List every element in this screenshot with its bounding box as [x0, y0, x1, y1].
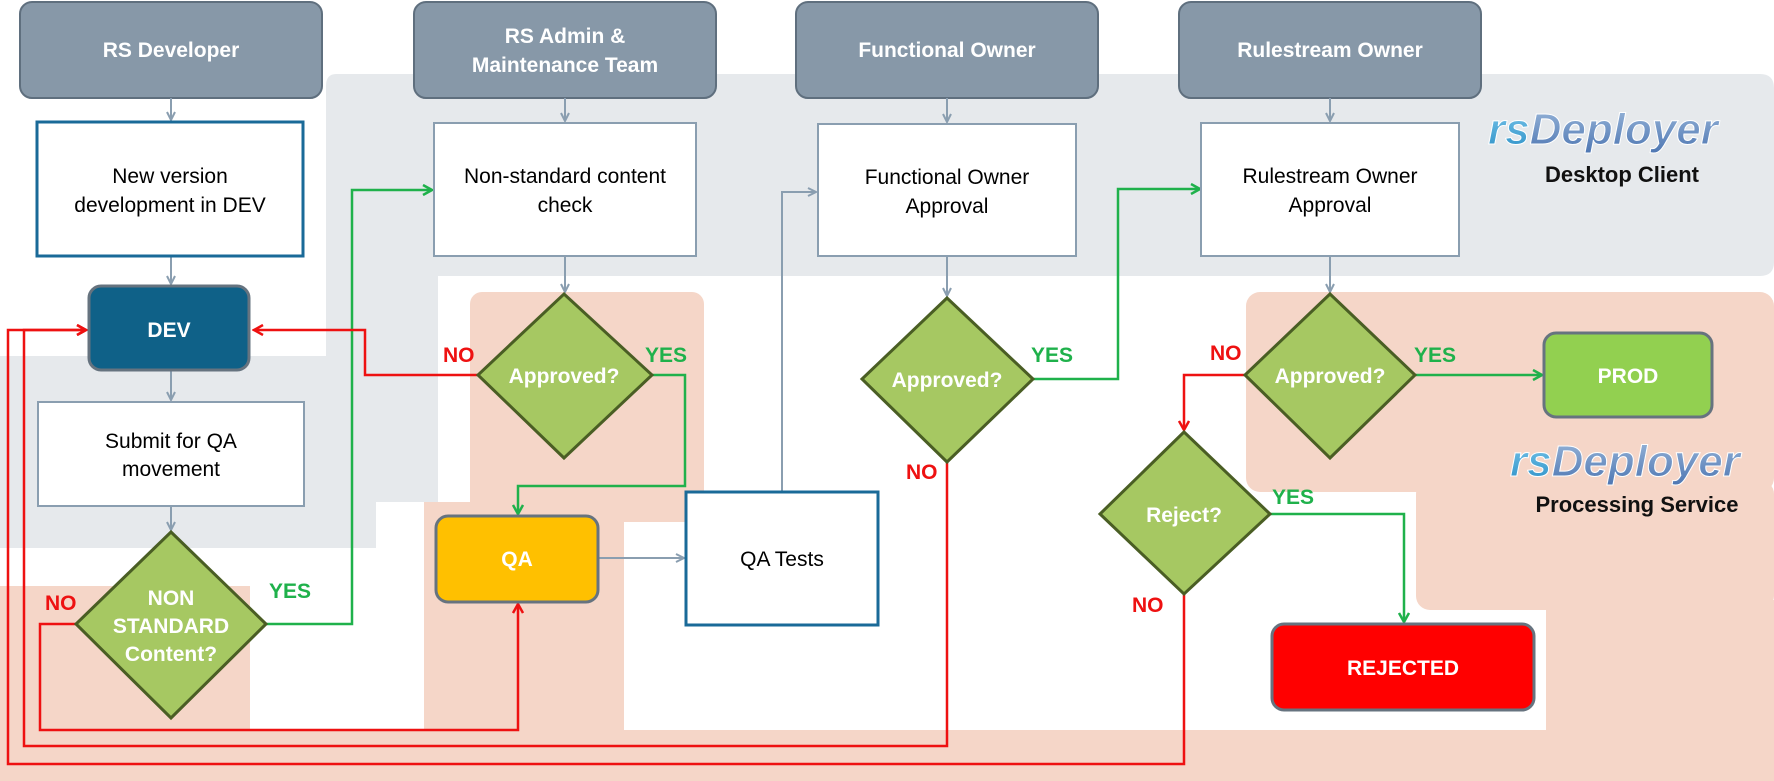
role-rs-admin-label-line1: RS Admin & — [505, 25, 626, 48]
yes-label-nonstandard: YES — [269, 580, 311, 603]
connector-reject-yes — [1270, 512, 1404, 622]
decision-nonstandard-line3: Content? — [125, 643, 217, 666]
svg-text:rsDeployer: rsDeployer — [1510, 437, 1743, 486]
role-functional-owner: Functional Owner — [795, 1, 1099, 99]
no-label-rulestream-approved: NO — [1210, 342, 1242, 365]
box-submit-qa-line2: movement — [122, 458, 220, 481]
box-functional-approval: Functional Owner Approval — [817, 123, 1077, 257]
state-dev: DEV — [87, 284, 251, 372]
decision-rulestream-approved: Approved? — [1242, 291, 1418, 461]
logo-processing-caption: Processing Service — [1535, 492, 1738, 517]
box-new-version-line1: New version — [112, 165, 228, 188]
box-new-version-line2: development in DEV — [74, 194, 265, 217]
logo-desktop-deployer: Deployer — [1530, 105, 1721, 154]
role-rulestream-owner-label: Rulestream Owner — [1237, 39, 1423, 62]
role-rs-admin-label-line2: Maintenance Team — [472, 54, 658, 77]
box-nonstandard-check-line2: check — [538, 194, 593, 217]
connector-rulestream-approved-no — [1184, 373, 1245, 430]
logo-processing-deployer: Deployer — [1552, 437, 1743, 486]
state-qa-label: QA — [501, 548, 533, 571]
connector-functional-approved-yes — [1033, 189, 1200, 381]
box-functional-approval-line2: Approval — [906, 195, 989, 218]
role-functional-owner-label: Functional Owner — [858, 39, 1035, 62]
branch-labels: YES NO NO YES YES NO NO YES YES NO — [45, 342, 1456, 617]
state-prod: PROD — [1542, 331, 1714, 419]
no-connectors — [6, 330, 1245, 766]
decision-nonstandard-line2: STANDARD — [113, 615, 229, 638]
box-functional-approval-line1: Functional Owner — [865, 166, 1030, 189]
yes-label-reject: YES — [1272, 486, 1314, 509]
role-rs-admin: RS Admin & Maintenance Team — [413, 1, 717, 99]
connector-reject-no — [6, 330, 1186, 766]
logo-desktop-caption: Desktop Client — [1545, 162, 1700, 187]
connector-nonstandard-yes — [266, 190, 432, 626]
box-qa-tests-label: QA Tests — [740, 548, 824, 571]
no-label-functional-approved: NO — [906, 461, 938, 484]
state-rejected: REJECTED — [1270, 622, 1536, 712]
no-label-reject: NO — [1132, 594, 1164, 617]
logo-processing-service: rsDeployer Processing Service — [1510, 437, 1744, 518]
box-nonstandard-check: Non-standard content check — [433, 122, 697, 257]
no-label-admin-approved: NO — [443, 344, 475, 367]
connector-admin-approved-no — [254, 330, 478, 377]
decision-admin-approved-label: Approved? — [509, 365, 620, 388]
decision-nonstandard: NON STANDARD Content? — [73, 529, 269, 721]
logo-processing-rs: rs — [1510, 437, 1552, 486]
decision-admin-approved: Approved? — [475, 291, 655, 461]
connector-admin-approved-yes — [518, 373, 687, 514]
state-rejected-label: REJECTED — [1347, 657, 1459, 680]
decision-reject: Reject? — [1097, 429, 1273, 597]
svg-text:rsDeployer: rsDeployer — [1488, 105, 1721, 154]
decision-functional-approved: Approved? — [859, 295, 1036, 465]
state-dev-label: DEV — [147, 319, 190, 342]
yes-label-rulestream-approved: YES — [1414, 344, 1456, 367]
role-rs-developer-label: RS Developer — [103, 39, 240, 62]
yes-label-functional-approved: YES — [1031, 344, 1073, 367]
connector-tests-to-functional-approval — [781, 192, 816, 492]
box-submit-qa-line1: Submit for QA — [105, 430, 237, 453]
state-qa: QA — [434, 514, 600, 604]
box-nonstandard-check-line1: Non-standard content — [464, 165, 666, 188]
box-rulestream-approval-line2: Approval — [1289, 194, 1372, 217]
logo-desktop-client: rsDeployer Desktop Client — [1488, 105, 1722, 188]
connector-nonstandard-no — [38, 604, 518, 732]
decision-nonstandard-line1: NON — [148, 587, 195, 610]
box-qa-tests: QA Tests — [684, 490, 880, 627]
role-rulestream-owner: Rulestream Owner — [1178, 1, 1482, 99]
box-rulestream-approval: Rulestream Owner Approval — [1200, 122, 1460, 257]
neutral-connectors — [171, 98, 1330, 558]
decision-rulestream-approved-label: Approved? — [1275, 365, 1386, 388]
decision-functional-approved-label: Approved? — [892, 369, 1003, 392]
box-rulestream-approval-line1: Rulestream Owner — [1242, 165, 1417, 188]
logo-desktop-rs: rs — [1488, 105, 1530, 154]
box-new-version: New version development in DEV — [35, 120, 305, 258]
yes-connectors — [266, 189, 1542, 626]
no-label-nonstandard: NO — [45, 592, 77, 615]
decision-reject-label: Reject? — [1146, 504, 1222, 527]
state-prod-label: PROD — [1598, 365, 1659, 388]
box-submit-qa: Submit for QA movement — [37, 401, 305, 507]
yes-label-admin-approved: YES — [645, 344, 687, 367]
role-rs-developer: RS Developer — [19, 1, 323, 99]
